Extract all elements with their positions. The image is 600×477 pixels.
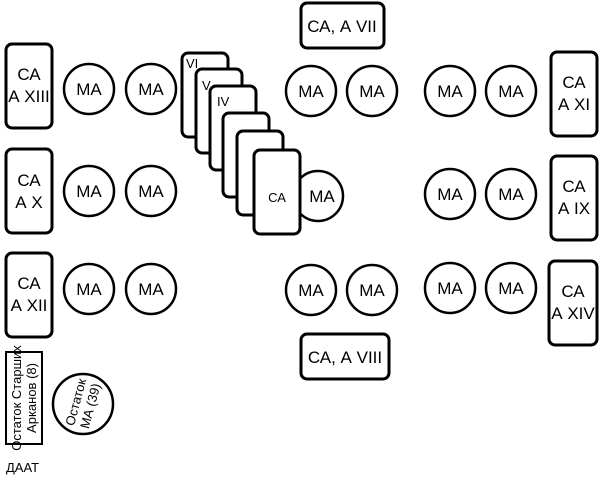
remainder-arcana-line2: Арканов (8) — [24, 363, 39, 433]
stack-card-6: СА — [252, 148, 302, 236]
card-ca-a10: СА А X — [4, 147, 54, 235]
remainder-minor-circle: Остаток МА (39) — [51, 372, 115, 436]
ma-circle-l2: МА — [124, 62, 178, 116]
remainder-arcana-box: Остаток Старших Арканов (8) — [5, 345, 43, 451]
card-ca-a12: СА А XII — [4, 251, 54, 339]
ma-label: МА — [138, 182, 164, 201]
card-ca-a11-line1: СА — [562, 73, 586, 92]
ma-label: МА — [76, 280, 102, 299]
card-stack: VI V IV СА — [180, 51, 302, 236]
ma-circle-l5: МА — [62, 262, 116, 316]
card-ca-a9-line2: А IX — [558, 199, 590, 218]
card-ca-a9: СА А IX — [549, 154, 599, 242]
ma-circle-r5: МА — [423, 261, 477, 315]
ma-circle-c1: МА — [284, 64, 338, 118]
card-ca-a11: СА А XI — [549, 50, 599, 138]
ma-circle-l4: МА — [124, 164, 178, 218]
daat-label: ДААТ — [6, 460, 39, 475]
card-ca-a14-line1: СА — [561, 282, 585, 301]
remainder-arcana-line1: Остаток Старших — [9, 345, 24, 451]
card-ca-a8: СА, А VIII — [299, 332, 391, 381]
ma-circle-c4: МА — [284, 263, 338, 317]
ma-circle-l3: МА — [62, 164, 116, 218]
ma-circle-l1: МА — [62, 62, 116, 116]
card-ca-a14: СА А XIV — [547, 259, 599, 347]
card-ca-a7: СА, А VII — [299, 1, 386, 50]
ma-label: МА — [359, 82, 385, 101]
card-ca-a13-line1: СА — [17, 65, 41, 84]
ma-label: МА — [498, 279, 524, 298]
stack-card-2-label: V — [202, 78, 211, 93]
ma-circle-c5: МА — [345, 263, 399, 317]
ma-circle-r2: МА — [484, 64, 538, 118]
ma-circle-r4: МА — [484, 167, 538, 221]
card-ca-a13-line2: А XIII — [8, 87, 50, 106]
card-ca-a14-line2: А XIV — [551, 304, 595, 323]
ma-label: МА — [309, 187, 335, 206]
ma-circle-r1: МА — [423, 64, 477, 118]
ma-label: МА — [298, 281, 324, 300]
ma-circle-r6: МА — [484, 261, 538, 315]
ma-label: МА — [138, 80, 164, 99]
card-ca-a10-line2: А X — [15, 193, 42, 212]
card-ca-a13: СА А XIII — [4, 42, 54, 130]
ma-circle-r3: МА — [423, 167, 477, 221]
ma-circle-c2: МА — [345, 64, 399, 118]
stack-card-3-label: IV — [217, 94, 230, 109]
ma-label: МА — [76, 182, 102, 201]
ma-circle-l6: МА — [124, 262, 178, 316]
ma-label: МА — [298, 82, 324, 101]
card-ca-a12-line1: СА — [17, 274, 41, 293]
ma-label: МА — [437, 82, 463, 101]
stack-card-1-label: VI — [186, 56, 198, 71]
card-ca-a12-line2: А XII — [11, 296, 48, 315]
ma-label: МА — [138, 280, 164, 299]
ma-label: МА — [359, 281, 385, 300]
ma-label: МА — [437, 279, 463, 298]
ma-label: МА — [498, 185, 524, 204]
stack-front-label: СА — [268, 190, 286, 205]
ma-label: МА — [437, 185, 463, 204]
card-ca-a10-line1: СА — [17, 171, 41, 190]
card-ca-a7-text: СА, А VII — [307, 17, 377, 36]
card-ca-a9-line1: СА — [562, 177, 586, 196]
card-ca-a11-line2: А XI — [558, 95, 590, 114]
card-ca-a8-text: СА, А VIII — [308, 348, 382, 367]
ma-label: МА — [76, 80, 102, 99]
ma-circle-c3: МА — [291, 169, 345, 223]
ma-label: МА — [498, 82, 524, 101]
